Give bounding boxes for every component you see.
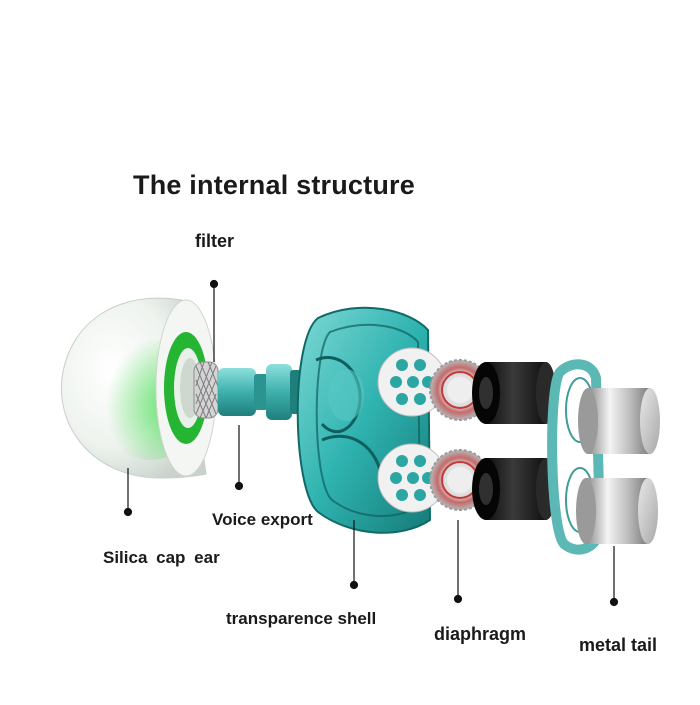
leader-dot-metal-tail [609,597,619,607]
metal-tail-lower [576,478,658,544]
label-metal-tail: metal tail [579,635,658,655]
voice-export-nozzle [218,364,302,420]
leader-dot-shell [349,580,359,590]
label-transparence-shell: transparence shell [226,609,377,628]
leader-dot-silica [123,507,133,517]
label-filter: filter [195,231,235,251]
leader-dot-filter [209,279,219,289]
metal-tail-upper [578,388,660,454]
silica-cap-ear [60,297,217,479]
driver-cylinder-lower [472,458,556,520]
label-diaphragm: diaphragm [434,624,527,644]
transparence-shell [296,306,447,534]
driver-cylinder-upper [472,362,556,424]
diagram-title: The internal structure [133,170,415,200]
label-silica-cap-ear: Silica cap ear [103,548,220,567]
filter-mesh [193,361,219,419]
leader-lines [123,279,619,607]
leader-dot-diaphragm [453,594,463,604]
leader-dot-voice-export [234,481,244,491]
label-voice-export: Voice export [212,510,313,529]
